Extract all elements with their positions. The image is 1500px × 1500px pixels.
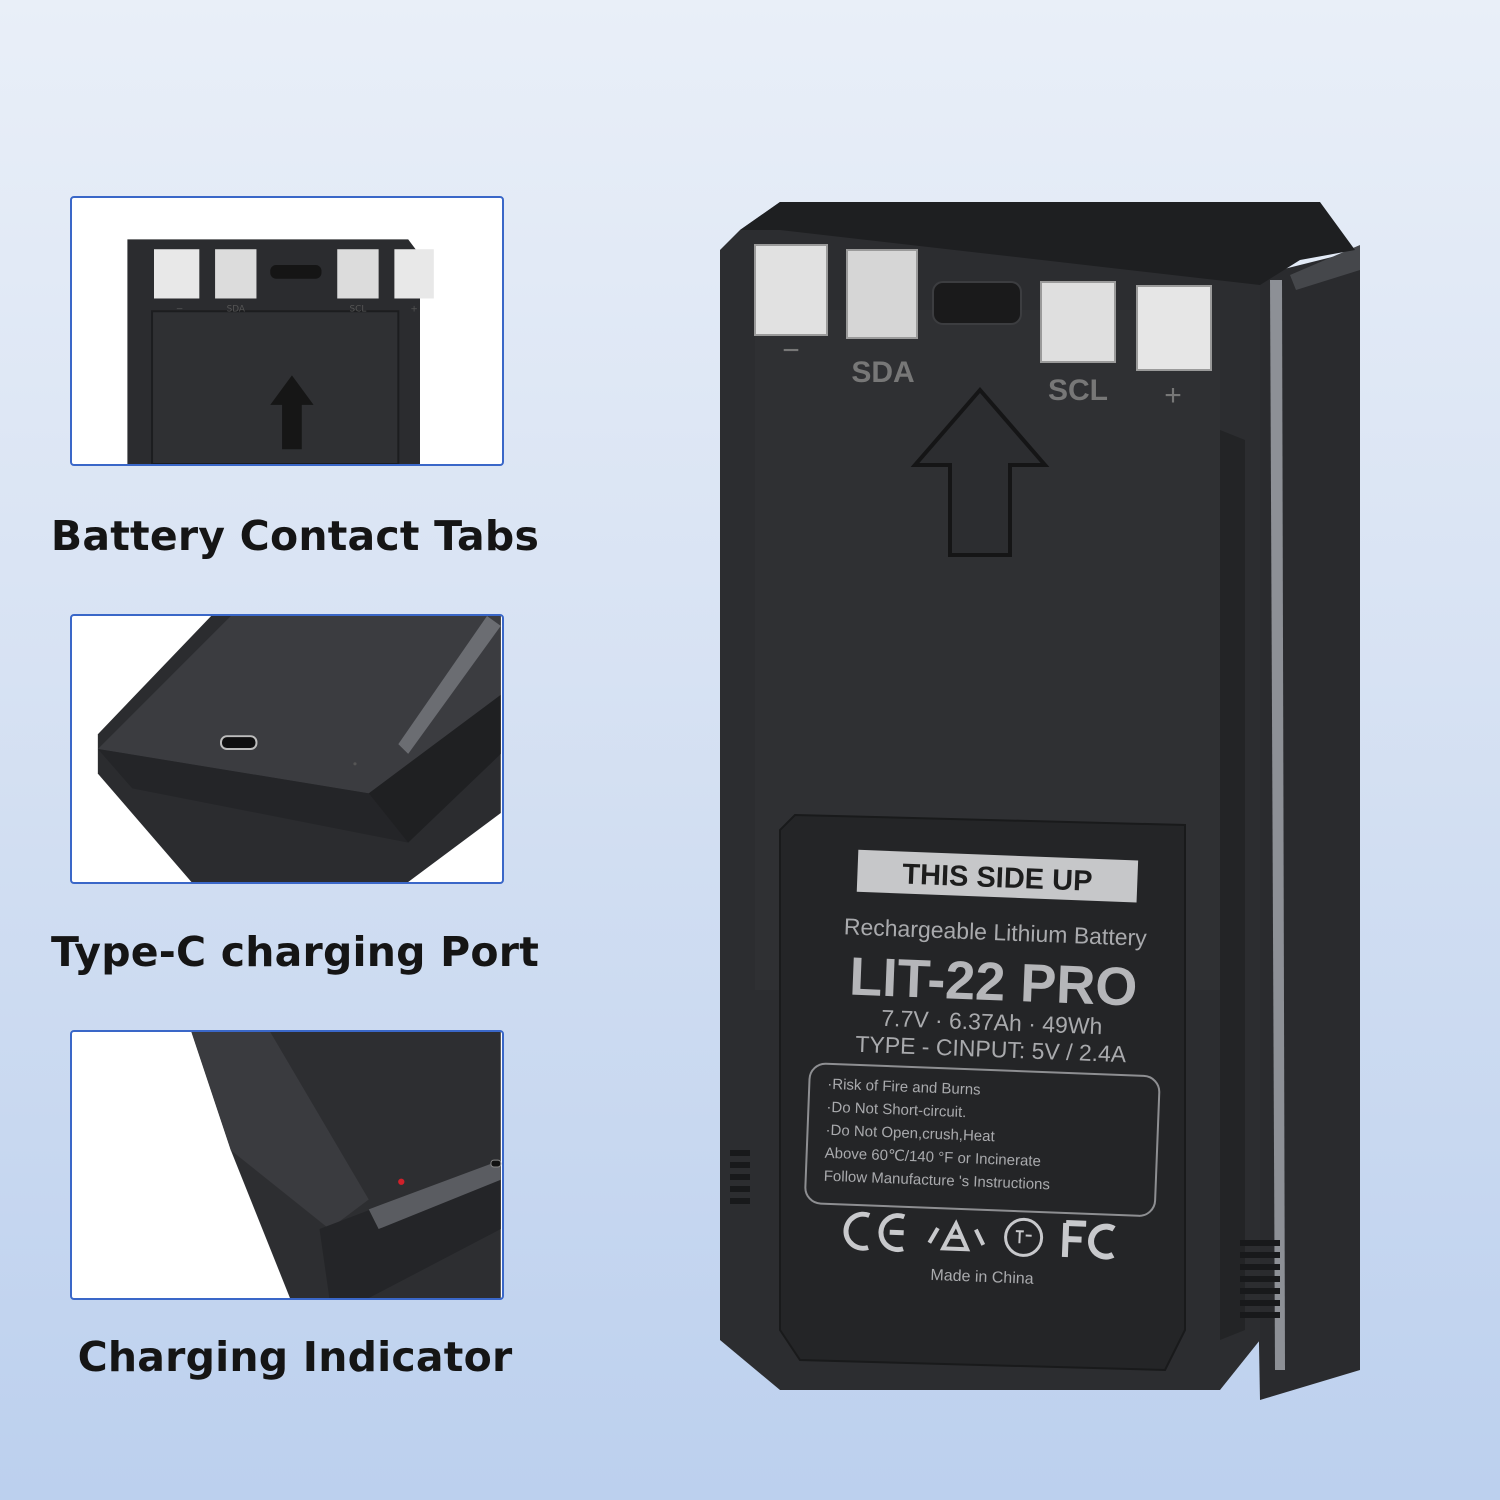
warning-line-3: ·Do Not Open,crush,Heat xyxy=(825,1122,996,1146)
model-name: LIT-22 PRO xyxy=(848,947,1138,1018)
caption-typec-port: Type-C charging Port xyxy=(51,928,539,976)
contact-label-sda: SDA xyxy=(227,304,245,314)
charging-indicator-closeup xyxy=(70,1030,504,1300)
pse-mark-icon xyxy=(1004,1217,1044,1257)
charging-led-icon xyxy=(398,1178,405,1185)
fcc-mark-icon xyxy=(1061,1220,1116,1260)
battery-product-image: − SDA SCL + THIS SIDE UP Rechargeable Li… xyxy=(720,202,1360,1400)
terminal-label-scl: SCL xyxy=(1048,374,1108,407)
caption-charging-indicator: Charging Indicator xyxy=(77,1333,513,1381)
insert-arrow-icon xyxy=(910,386,1050,557)
contact-label-scl: SCL xyxy=(350,304,367,314)
contact-tabs-closeup: − SDA SCL + xyxy=(70,196,504,466)
contact-tabs-image: − SDA SCL + xyxy=(127,239,434,464)
charging-indicator-image xyxy=(191,1032,502,1298)
warning-line-1: ·Risk of Fire and Burns xyxy=(827,1076,981,1099)
orientation-label: THIS SIDE UP xyxy=(902,859,1093,898)
contact-label-minus: − xyxy=(176,304,183,314)
typec-port-image xyxy=(97,616,501,882)
typec-port-closeup xyxy=(70,614,504,884)
terminal-label-minus: − xyxy=(782,334,800,367)
warning-line-2: ·Do Not Short-circuit. xyxy=(826,1099,967,1121)
recycle-icon xyxy=(927,1219,986,1252)
terminal-label-plus: + xyxy=(1164,379,1182,412)
origin-text: Made in China xyxy=(930,1267,1034,1288)
caption-contact-tabs: Battery Contact Tabs xyxy=(50,512,540,560)
ce-mark-icon xyxy=(843,1211,906,1253)
terminal-label-sda: SDA xyxy=(851,356,914,389)
contact-label-plus: + xyxy=(410,304,417,314)
